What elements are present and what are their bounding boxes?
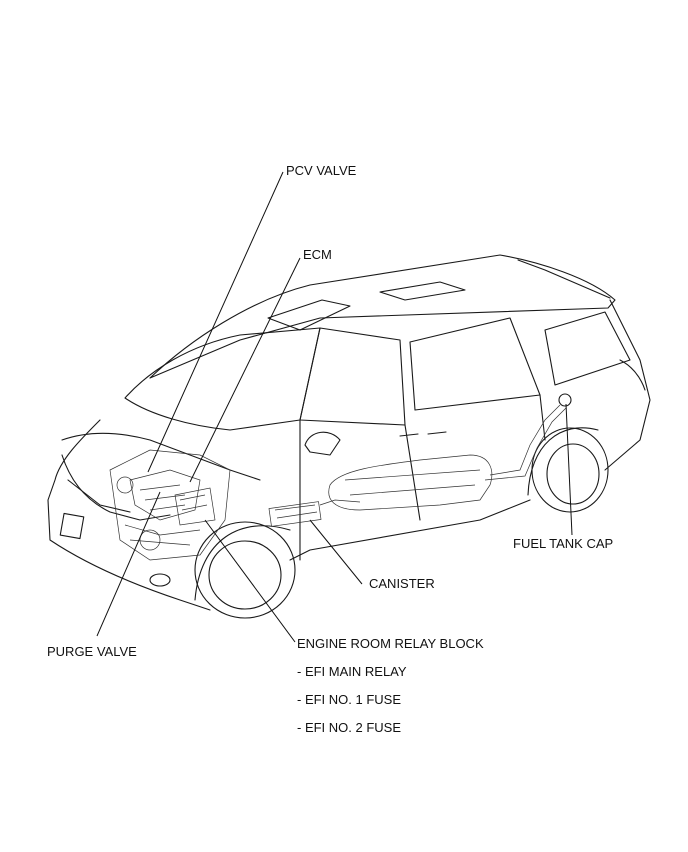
leader-pcv-valve <box>147 171 284 473</box>
label-pcv-valve: PCV VALVE <box>286 163 357 178</box>
label-efi-main-relay: - EFI MAIN RELAY <box>297 664 407 679</box>
minivan-outline <box>47 254 651 619</box>
label-ecm: ECM <box>303 247 332 262</box>
label-fuel-tank-cap: FUEL TANK CAP <box>513 536 614 551</box>
leader-purge-valve <box>96 491 161 637</box>
engine-assembly <box>109 449 231 561</box>
label-engine-room-relay-block: ENGINE ROOM RELAY BLOCK <box>297 636 484 651</box>
canister-shape <box>268 501 322 527</box>
label-efi-no1-fuse: - EFI NO. 1 FUSE <box>297 692 402 707</box>
label-efi-no2-fuse: - EFI NO. 2 FUSE <box>297 720 402 735</box>
label-canister: CANISTER <box>369 576 435 591</box>
label-purge-valve: PURGE VALVE <box>47 644 137 659</box>
leader-canister <box>309 519 363 585</box>
leader-lines <box>96 171 573 643</box>
leader-fuel-tank-cap <box>565 403 573 536</box>
leader-ecm <box>189 257 301 483</box>
leader-engine-room-relay-block <box>204 519 296 643</box>
fuel-tank-and-lines <box>319 404 567 511</box>
